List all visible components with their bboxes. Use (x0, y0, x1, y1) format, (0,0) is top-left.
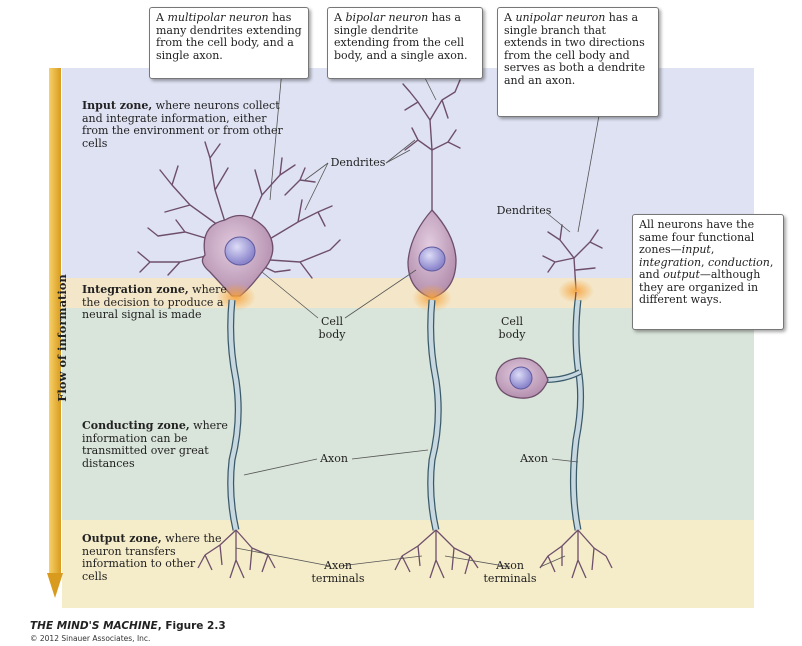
bipolar-term: bipolar neuron (345, 11, 429, 24)
unipolar-article: A (504, 11, 516, 24)
multipolar-axon-terminals (197, 529, 276, 579)
summary-term-input: input (681, 243, 711, 256)
leader-lines (235, 69, 601, 568)
axon-terminals-label-2: Axon terminals (483, 559, 537, 585)
conducting-zone-title: Conducting zone, (82, 419, 190, 432)
multipolar-term: multipolar neuron (167, 11, 269, 24)
summary-term-output: output (663, 268, 700, 281)
conducting-zone-text: Conducting zone, where information can b… (82, 419, 232, 470)
summary-term-integration: integration (639, 255, 702, 269)
unipolar-term: unipolar neuron (515, 11, 606, 24)
bipolar-callout: A bipolar neuron has a single dendrite e… (327, 7, 483, 79)
figure-number: , Figure 2.3 (157, 620, 226, 632)
conducting-zone-description: where information can be transmitted ove… (82, 419, 228, 470)
cell-body-label-1: Cell body (318, 315, 346, 341)
integration-zone-description: where the decision to produce a neural s… (82, 283, 227, 321)
dendrites-label-2: Dendrites (496, 204, 552, 217)
cell-body-label-2: Cell body (498, 315, 526, 341)
unipolar-axon-terminals (539, 529, 613, 579)
dendrites-label-1: Dendrites (330, 156, 386, 169)
input-zone-description: where neurons collect and integrate info… (82, 99, 283, 150)
axon-label-2: Axon (520, 452, 548, 465)
axon-terminals-label-1: Axon terminals (311, 559, 365, 585)
unipolar-neuron (542, 224, 603, 291)
flow-arrow-icon (47, 68, 63, 598)
conducting-zone-band (62, 308, 754, 520)
summary-text-end: —although they are organized in differen… (639, 268, 761, 306)
integration-zone-title: Integration zone, (82, 283, 189, 296)
bipolar-description: has a single dendrite extending from the… (334, 11, 468, 62)
unipolar-description: has a single branch that extends in two … (504, 11, 646, 87)
multipolar-description: has many dendrites extending from the ce… (156, 11, 302, 62)
copyright-text: © 2012 Sinauer Associates, Inc. (30, 634, 151, 643)
integration-zone-text: Integration zone, where the decision to … (82, 283, 242, 322)
summary-term-conduction: conduction (708, 255, 770, 269)
bipolar-neuron (402, 79, 461, 211)
summary-sep-3: , and (639, 255, 774, 281)
summary-sep-1: , (710, 243, 715, 256)
bipolar-axon-terminals (394, 529, 479, 579)
unipolar-callout: A unipolar neuron has a single branch th… (497, 7, 659, 117)
summary-callout: All neurons have the same four functiona… (632, 214, 784, 330)
output-zone-text: Output zone, where the neuron transfers … (82, 532, 222, 583)
book-title: THE MIND'S MACHINE (30, 620, 158, 632)
summary-text-start: All neurons have the same four functiona… (639, 218, 755, 256)
multipolar-callout: A multipolar neuron has many dendrites e… (149, 7, 309, 79)
bipolar-article: A (334, 11, 346, 24)
axon-label-1: Axon (320, 452, 348, 465)
figure-credit: THE MIND'S MACHINE, Figure 2.3 (30, 620, 226, 632)
output-zone-band (62, 520, 754, 608)
input-zone-title: Input zone, (82, 99, 153, 112)
multipolar-neuron (137, 141, 341, 279)
summary-sep-2: , (701, 255, 709, 269)
output-zone-title: Output zone, (82, 532, 162, 545)
input-zone-text: Input zone, where neurons collect and in… (82, 99, 292, 150)
multipolar-article: A (156, 11, 168, 24)
output-zone-description: where the neuron transfers information t… (82, 532, 222, 583)
